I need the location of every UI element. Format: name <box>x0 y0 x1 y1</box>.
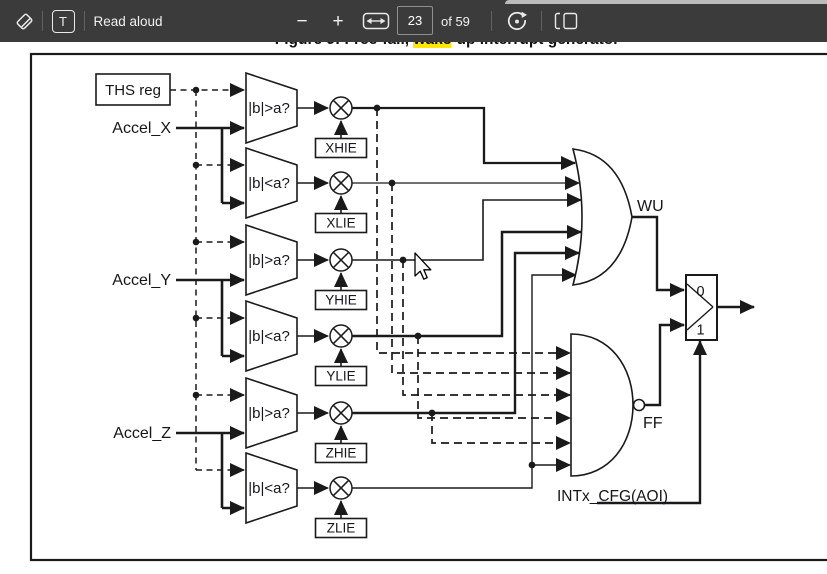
intx-cfg-label: INTx_CFG(AOI) <box>557 488 668 505</box>
interrupt-generator-diagram: THS reg Accel_X Accel_Y Accel_Z |b|>a? |… <box>29 52 827 562</box>
accel-x-wiring <box>176 121 245 210</box>
read-aloud-label: Read aloud <box>93 13 163 29</box>
or-input-routes <box>352 106 582 489</box>
page-view-button[interactable] <box>550 0 582 42</box>
fit-to-width-icon <box>362 12 390 30</box>
page-view-icon <box>554 12 578 30</box>
enable-xhie-label: XHIE <box>325 141 357 156</box>
zoom-in-button[interactable]: + <box>324 0 352 42</box>
accel-y-label: Accel_Y <box>112 272 171 289</box>
ff-output-label: FF <box>643 415 663 432</box>
figure-caption-suffix: -up interrupt generator <box>451 42 619 48</box>
figure-border <box>29 52 827 562</box>
comparator-3-label: |b|>a? <box>248 252 290 269</box>
comparator-5-label: |b|>a? <box>248 405 290 422</box>
comparator-2-label: |b|<a? <box>248 175 290 192</box>
enable-zhie-label: ZHIE <box>326 446 357 461</box>
comparator-4-label: |b|<a? <box>248 328 290 345</box>
nand-gate <box>570 333 634 477</box>
toolbar-separator <box>541 11 542 31</box>
figure-caption: Figure 9: Free-fall, wake-up interrupt g… <box>0 42 827 49</box>
output-mux <box>597 274 755 505</box>
mux-input-routes <box>632 215 685 407</box>
wu-output-label: WU <box>637 198 664 215</box>
mux-input-0-label: 0 <box>696 284 704 300</box>
window-top-strip <box>505 0 827 4</box>
ths-reg-label: THS reg <box>105 82 161 99</box>
fit-to-width-button[interactable] <box>360 0 392 42</box>
nand-inverter-bubble <box>632 398 646 412</box>
enable-zlie-label: ZLIE <box>327 521 356 536</box>
threshold-bus-junctions <box>192 86 200 399</box>
plus-icon: + <box>332 10 344 32</box>
accel-x-label: Accel_X <box>112 120 171 137</box>
or-gate <box>571 148 633 286</box>
accel-z-label: Accel_Z <box>113 425 171 442</box>
figure-caption-prefix: Figure 9: Free-fall, <box>275 42 414 48</box>
accel-y-wiring <box>176 273 245 363</box>
comparator-2 <box>245 146 298 220</box>
aoi-dashed-routes <box>376 108 571 450</box>
rotate-icon <box>507 11 528 30</box>
page-count-label: of 59 <box>441 13 470 29</box>
toolbar-separator <box>84 11 85 31</box>
comparator-3 <box>245 223 298 297</box>
figure-caption-highlighted-word: wake <box>413 42 452 48</box>
text-tool-icon: T <box>51 9 75 33</box>
rotate-button[interactable] <box>503 0 531 42</box>
comparator-1-label: |b|>a? <box>248 100 290 117</box>
mouse-cursor <box>414 252 432 280</box>
accel-z-wiring <box>176 426 245 515</box>
comparator-4 <box>245 299 298 373</box>
comparator-6 <box>245 451 298 525</box>
mux-input-1-label: 1 <box>696 323 704 339</box>
comparator-output-arrows <box>297 101 329 495</box>
pdf-page[interactable]: Figure 9: Free-fall, wake-up interrupt g… <box>0 42 827 574</box>
enable-ylie-label: YLIE <box>326 369 355 384</box>
page-number-input[interactable] <box>397 6 433 35</box>
text-tool-button[interactable]: T <box>51 0 75 42</box>
comparator-5 <box>245 376 298 450</box>
pdf-toolbar: T Read aloud − + of 59 <box>0 0 827 42</box>
enable-yhie-label: YHIE <box>325 293 357 308</box>
zoom-out-button[interactable]: − <box>288 0 316 42</box>
toolbar-separator <box>491 11 492 31</box>
enable-boxes <box>314 120 368 539</box>
erase-button[interactable] <box>10 0 38 42</box>
minus-icon: − <box>296 10 308 32</box>
erase-icon <box>16 13 33 30</box>
enable-xlie-label: XLIE <box>326 216 355 231</box>
comparator-6-label: |b|<a? <box>248 480 290 497</box>
toolbar-separator <box>42 11 43 31</box>
read-aloud-button[interactable]: Read aloud <box>93 0 163 42</box>
comparator-1 <box>245 71 298 145</box>
